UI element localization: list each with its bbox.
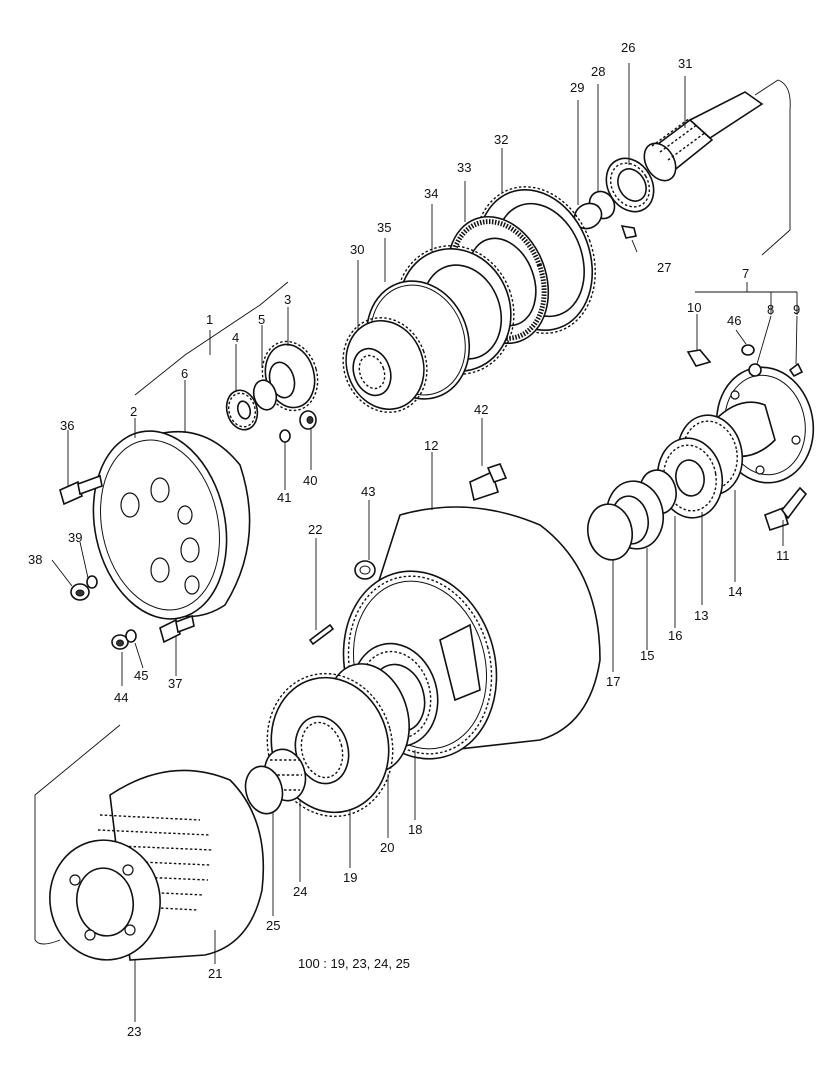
- callout-26: 26: [621, 40, 635, 55]
- part-41-spacer: [279, 429, 291, 443]
- callout-2: 2: [130, 404, 137, 419]
- callout-30: 30: [350, 242, 364, 257]
- callout-33: 33: [457, 160, 471, 175]
- callout-27: 27: [657, 260, 671, 275]
- assembly-footnote: 100 : 19, 23, 24, 25: [298, 956, 410, 971]
- callout-35: 35: [377, 220, 391, 235]
- callout-46: 46: [727, 313, 741, 328]
- callout-18: 18: [408, 822, 422, 837]
- callout-7: 7: [742, 266, 749, 281]
- callout-20: 20: [380, 840, 394, 855]
- callout-1: 1: [206, 312, 213, 327]
- callout-17: 17: [606, 674, 620, 689]
- callout-21: 21: [208, 966, 222, 981]
- callout-22: 22: [308, 522, 322, 537]
- part-8-plug: [748, 363, 762, 377]
- callout-39: 39: [68, 530, 82, 545]
- callout-12: 12: [424, 438, 438, 453]
- part-23-flange: [49, 839, 161, 961]
- callout-labels: 1 2 3 4 5 6 7 8 9 10 11 12 13 14 15 16 1…: [28, 40, 800, 1039]
- part-9-pin: [788, 362, 804, 378]
- callout-34: 34: [424, 186, 438, 201]
- part-31-drive-shaft: [643, 91, 764, 182]
- callout-10: 10: [687, 300, 701, 315]
- callout-45: 45: [134, 668, 148, 683]
- callout-44: 44: [114, 690, 128, 705]
- callout-43: 43: [361, 484, 375, 499]
- callout-14: 14: [728, 584, 742, 599]
- part-46-washer: [741, 344, 755, 356]
- part-36-bolt: [59, 474, 103, 506]
- callout-40: 40: [303, 473, 317, 488]
- bracket-line-drum: [34, 724, 121, 945]
- part-26-bearing: [605, 157, 655, 213]
- part-27-retaining-clip: [620, 224, 637, 239]
- callout-8: 8: [767, 302, 774, 317]
- part-42-bolt: [469, 463, 508, 502]
- callout-37: 37: [168, 676, 182, 691]
- callout-4: 4: [232, 330, 239, 345]
- part-45-seal-ring: [125, 629, 137, 643]
- callout-32: 32: [494, 132, 508, 147]
- part-43-nut: [354, 560, 376, 580]
- part-5-ring: [252, 379, 278, 411]
- callout-6: 6: [181, 366, 188, 381]
- callout-28: 28: [591, 64, 605, 79]
- callout-19: 19: [343, 870, 357, 885]
- callout-36: 36: [60, 418, 74, 433]
- part-30-planet-gear-carrier: [342, 317, 428, 413]
- callout-25: 25: [266, 918, 280, 933]
- part-4-needle-bearing: [225, 389, 259, 431]
- part-44-plug: [111, 634, 129, 650]
- callout-38: 38: [28, 552, 42, 567]
- part-22-pin: [308, 623, 335, 646]
- bracket-line-shaft: [754, 79, 791, 256]
- part-39-seal-ring: [86, 575, 98, 589]
- leader-lines: [51, 63, 798, 1022]
- callout-13: 13: [694, 608, 708, 623]
- part-25-snap-ring: [244, 765, 284, 815]
- callout-29: 29: [570, 80, 584, 95]
- callout-3: 3: [284, 292, 291, 307]
- part-38-plug: [70, 583, 90, 601]
- callout-5: 5: [258, 312, 265, 327]
- callout-24: 24: [293, 884, 307, 899]
- part-10-bolt: [686, 349, 712, 367]
- part-2-cover-plate: [92, 430, 228, 620]
- part-3-planet-gear: [261, 340, 319, 412]
- part-17-o-ring: [586, 503, 634, 561]
- part-11-bolt: [764, 486, 808, 532]
- callout-9: 9: [793, 302, 800, 317]
- callout-31: 31: [678, 56, 692, 71]
- callout-42: 42: [474, 402, 488, 417]
- callout-11: 11: [776, 548, 790, 563]
- callout-41: 41: [277, 490, 291, 505]
- callout-16: 16: [668, 628, 682, 643]
- callout-23: 23: [127, 1024, 141, 1039]
- part-37-bolt: [159, 614, 195, 644]
- callout-15: 15: [640, 648, 654, 663]
